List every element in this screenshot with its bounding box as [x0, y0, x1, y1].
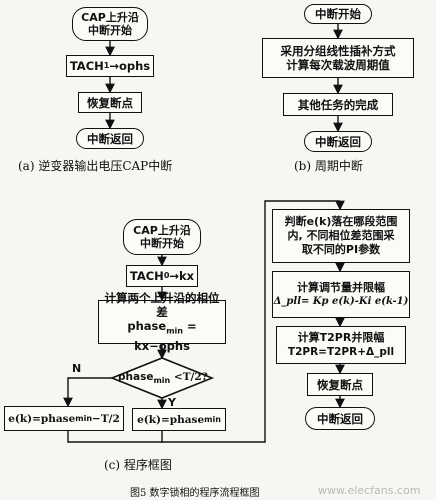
panel-c-restore: 恢复断点	[307, 373, 373, 396]
decision-text: phasemin <T/2?	[118, 371, 208, 386]
watermark: www.elecfans.com	[318, 484, 421, 497]
panel-c-error-direct-sub: min	[204, 414, 221, 424]
panel-a-start: CAP上升沿 中断开始	[72, 7, 148, 41]
panel-c-calc-adjust-line1: 计算调节量并限幅	[297, 280, 385, 294]
panel-a-restore: 恢复断点	[78, 92, 142, 113]
panel-b-start: 中断开始	[304, 4, 372, 24]
panel-c-phase-diff-line1: 计算两个上升沿的相位差	[104, 291, 220, 320]
decision-diamond	[109, 357, 215, 399]
panel-b-step-interp: 采用分组线性插补方式 计算每次载波周期值	[262, 38, 414, 78]
panel-a-end: 中断返回	[76, 128, 144, 149]
panel-c-step-tach0-rest: →kx	[169, 269, 195, 283]
panel-a-caption: (a) 逆变器输出电压CAP中断	[18, 159, 173, 173]
panel-c-error-minus-half-sub: min	[75, 413, 93, 423]
panel-c-calc-t2pr: 计算T2PR并限幅 T2PR=T2PR+Δ_pll	[276, 326, 406, 364]
panel-a-step-tach1-rest: →ophs	[109, 59, 151, 73]
panel-c-start: CAP上升沿 中断开始	[123, 219, 201, 255]
panel-c-phase-diff-var: phase	[127, 319, 167, 334]
panel-b-caption: (b) 周期中断	[294, 159, 363, 173]
panel-c-calc-adjust-line2: Δ_pll= Kp e(k)-Ki e(k-1)	[273, 295, 409, 307]
decision-rest: <T/2?	[170, 371, 208, 383]
panel-c-pi-select: 判断e(k)落在哪段范围 内, 不同相位差范围采 取不同的PI参数	[272, 209, 410, 263]
panel-a-step-tach1-sub: 1	[103, 61, 110, 70]
panel-c-caption: (c) 程序框图	[104, 458, 172, 472]
panel-c-phase-diff-rest: = kx−ophs	[134, 319, 197, 353]
panel-c-phase-diff: 计算两个上升沿的相位差 phasemin = kx−ophs	[98, 291, 226, 353]
decision-label-n: N	[72, 362, 82, 375]
panel-c-error-minus-half-b: −T/2	[92, 412, 120, 425]
panel-c-error-direct-a: e(k)=phase	[137, 413, 205, 426]
panel-c-calc-adjust: 计算调节量并限幅 Δ_pll= Kp e(k)-Ki e(k-1)	[272, 271, 410, 318]
panel-c-step-tach0-sub: 0	[163, 271, 170, 280]
decision-label-y: Y	[168, 396, 176, 409]
panel-c-end: 中断返回	[305, 407, 375, 430]
panel-c-step-tach0-main: TACH	[129, 269, 164, 283]
panel-b-other-tasks: 其他任务的完成	[283, 93, 393, 116]
panel-b-end: 中断返回	[304, 131, 372, 152]
panel-c-calc-t2pr-line2: T2PR=T2PR+Δ_pll	[287, 346, 395, 358]
panel-c-phase-diff-line2: phasemin = kx−ophs	[99, 319, 225, 352]
panel-c-phase-diff-sub: min	[166, 326, 183, 336]
decision-sub: min	[153, 376, 171, 386]
panel-c-calc-t2pr-line1: 计算T2PR并限幅	[297, 331, 385, 344]
panel-c-error-minus-half-a: e(k)=phase	[8, 412, 76, 425]
figure-caption: 图5 数字锁相的程序流程框图	[130, 488, 260, 499]
panel-a-step-tach1-main: TACH	[69, 59, 104, 73]
decision-var: phase	[118, 371, 154, 383]
